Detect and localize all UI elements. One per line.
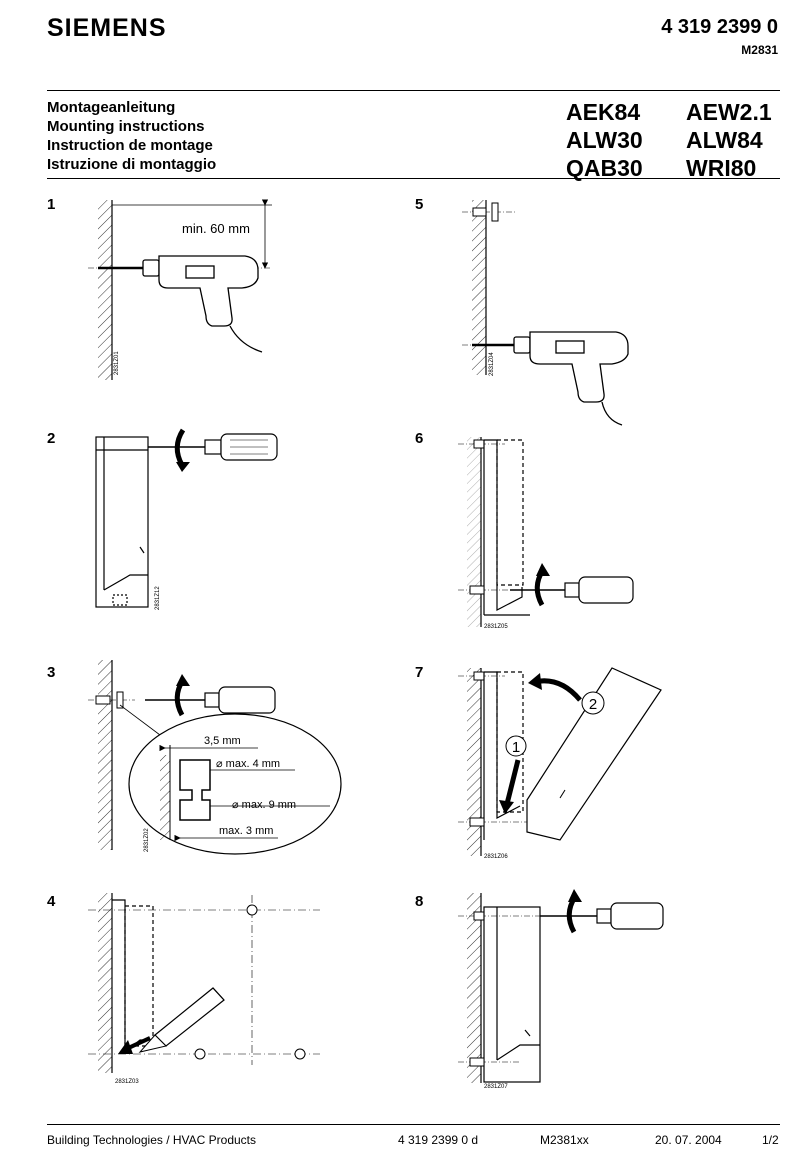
figure-id: 2831Z05 bbox=[484, 624, 508, 630]
footer-division: Building Technologies / HVAC Products bbox=[47, 1133, 257, 1147]
step-number-2: 2 bbox=[47, 430, 56, 447]
document-number: 4 319 2399 0 bbox=[661, 16, 778, 38]
svg-text:2: 2 bbox=[589, 696, 597, 713]
document-code: M2831 bbox=[741, 43, 778, 57]
title-en: Mounting instructions bbox=[47, 118, 205, 135]
device-back-plate bbox=[112, 899, 154, 1054]
svg-text:1: 1 bbox=[512, 739, 520, 756]
figure-id: 2831Z06 bbox=[484, 854, 508, 860]
figure-id: 2831Z12 bbox=[155, 586, 161, 610]
screwdriver-icon bbox=[204, 686, 276, 714]
footer-page: 1/2 bbox=[762, 1133, 779, 1147]
screwdriver-icon bbox=[204, 433, 278, 461]
dim-head: ⌀ max. 9 mm bbox=[232, 799, 296, 811]
step-number-7: 7 bbox=[415, 664, 424, 681]
figure-id: 2831Z01 bbox=[114, 351, 120, 375]
model-code: AEK84 bbox=[566, 99, 641, 125]
figure-8-close-housing: 2831Z07 bbox=[458, 889, 664, 1090]
step-number-5: 5 bbox=[415, 196, 424, 213]
model-code: QAB30 bbox=[566, 155, 643, 181]
screwdriver-icon bbox=[596, 902, 664, 930]
title-block: Montageanleitung Mounting instructions I… bbox=[47, 98, 216, 174]
dim-protrusion: max. 3 mm bbox=[219, 825, 273, 837]
title-de: Montageanleitung bbox=[47, 99, 176, 116]
dimension-label: min. 60 mm bbox=[182, 221, 250, 236]
brand-logo: SIEMENS bbox=[47, 14, 167, 42]
step-number-8: 8 bbox=[415, 893, 424, 910]
figure-6-fasten-lower-screw: 2831Z05 bbox=[458, 437, 634, 630]
step-number-4: 4 bbox=[47, 893, 56, 910]
dim-shaft: ⌀ max. 4 mm bbox=[216, 758, 280, 770]
wall-hatch bbox=[98, 200, 112, 380]
figure-4-mark-holes: 2831Z03 bbox=[88, 893, 320, 1085]
device-back-plate bbox=[483, 439, 530, 616]
figure-5-drill-lower: 2831Z04 bbox=[462, 200, 629, 426]
model-code: ALW84 bbox=[686, 127, 763, 153]
model-code: ALW30 bbox=[566, 127, 643, 153]
footer-date: 20. 07. 2004 bbox=[655, 1133, 722, 1147]
figure-id: 2831Z07 bbox=[484, 1084, 508, 1090]
model-code: WRI80 bbox=[686, 155, 757, 181]
rotate-arrow bbox=[174, 428, 186, 467]
pencil-icon bbox=[138, 987, 225, 1053]
drill-icon bbox=[98, 255, 263, 353]
title-rule bbox=[47, 178, 780, 179]
drill-icon bbox=[472, 331, 629, 426]
header-rule bbox=[47, 90, 780, 91]
model-column-1: AEK84 ALW30 QAB30 bbox=[566, 98, 643, 182]
figure-3-screw-dimensions: 3,5 mm ⌀ max. 4 mm ⌀ max. 9 mm max. 3 mm… bbox=[88, 660, 342, 855]
footer-rule bbox=[47, 1124, 780, 1125]
step-number-6: 6 bbox=[415, 430, 424, 447]
device-housing bbox=[483, 906, 541, 1083]
figure-1-drilling: min. 60 mm 2831Z01 bbox=[88, 199, 272, 380]
device-housing bbox=[95, 436, 149, 608]
step-number-1: 1 bbox=[47, 196, 56, 213]
step-number-3: 3 bbox=[47, 664, 56, 681]
model-code: AEW2.1 bbox=[686, 99, 772, 125]
model-column-2: AEW2.1 ALW84 WRI80 bbox=[686, 98, 772, 182]
callout-2 bbox=[581, 691, 605, 715]
title-it: Istruzione di montaggio bbox=[47, 156, 217, 173]
footer-code: M2381xx bbox=[540, 1133, 589, 1147]
callout-1 bbox=[505, 735, 527, 757]
title-fr: Instruction de montage bbox=[47, 137, 213, 154]
screwdriver-icon bbox=[564, 576, 634, 604]
figure-2-open-housing: 2831Z12 bbox=[95, 428, 278, 610]
figure-id: 2831Z04 bbox=[489, 352, 495, 376]
figure-7-hang-device: 1 2 2831Z06 bbox=[458, 667, 662, 860]
dim-screw-head: 3,5 mm bbox=[204, 735, 241, 747]
figure-id: 2831Z03 bbox=[115, 1079, 139, 1085]
figure-id: 2831Z02 bbox=[144, 828, 150, 852]
footer-doc-ref: 4 319 2399 0 d bbox=[398, 1133, 479, 1147]
